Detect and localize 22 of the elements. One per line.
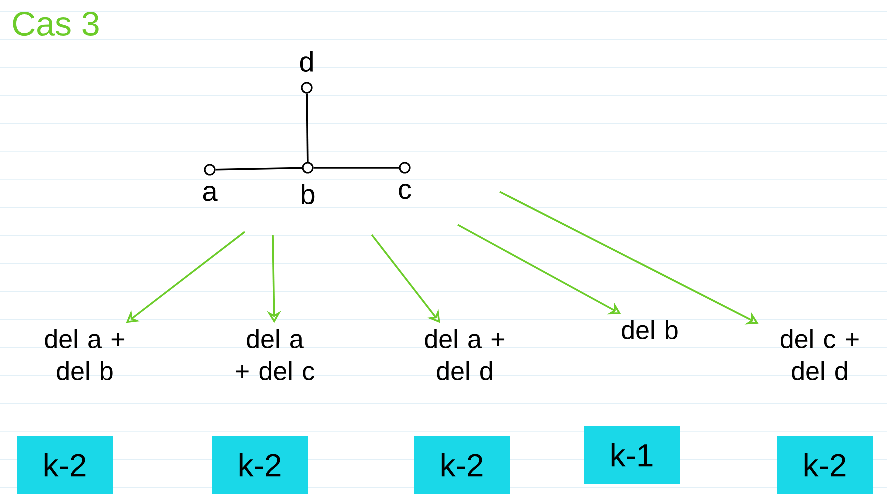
highlighted-score: k-2 [212,436,308,494]
title: Cas 3 [13,12,99,36]
node-label: c [399,184,412,200]
option-text: del a + del c [236,329,314,381]
highlighted-score: k-2 [17,436,113,494]
graph-vertex: c [399,162,412,200]
option-text: del c + del d [781,329,859,381]
node-label: d [300,51,313,72]
graph-edge [306,94,309,162]
option-text: del b [622,320,678,340]
graph-edge [216,167,302,171]
graph-edge [314,167,400,169]
option-text: del a + del b [45,329,125,381]
option-text: del a + del d [425,329,505,381]
graph-vertex: b [302,162,315,205]
highlighted-score: k-2 [414,436,510,494]
node-label: b [302,184,315,205]
graph-vertex: a [203,164,218,202]
node-label: a [203,186,218,202]
graph-vertex: d [300,51,313,94]
highlighted-score: k-1 [584,426,680,484]
highlighted-score: k-2 [777,436,873,494]
